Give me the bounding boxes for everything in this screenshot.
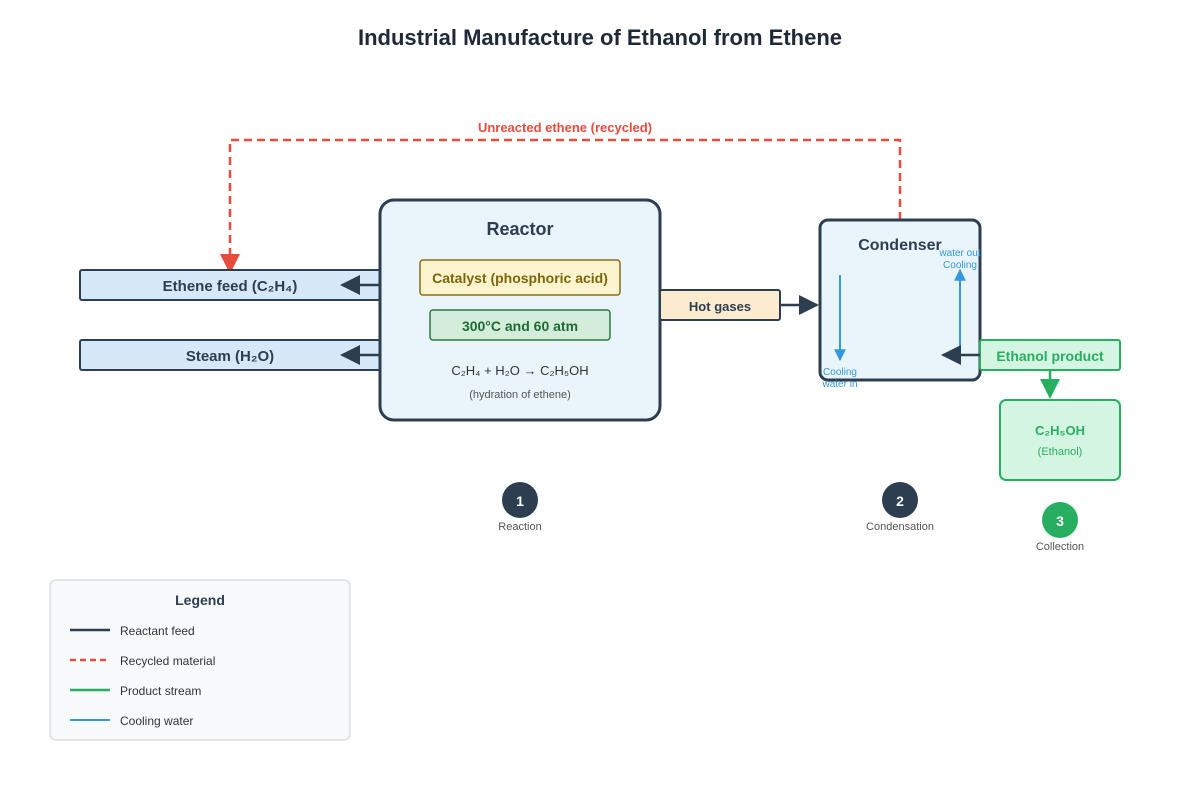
ethene-feed-label: Ethene feed (C₂H₄) [163, 278, 298, 295]
reaction-equation: C₂H₄ + H₂O → C₂H₅OH [451, 363, 588, 378]
reaction-note: (hydration of ethene) [469, 389, 571, 401]
legend-title: Legend [175, 592, 225, 608]
steam-feed-label: Steam (H₂O) [186, 348, 274, 365]
legend-label-recycled: Recycled material [120, 654, 215, 668]
hot-gases-label: Hot gases [689, 299, 751, 314]
step-2-circle [882, 482, 918, 518]
catalyst-box [419, 259, 621, 296]
legend-box [49, 579, 351, 741]
cooling-in-label-2: water in [821, 379, 857, 390]
condenser-box [818, 218, 982, 382]
legend: Legend Reactant feed Recycled material P… [49, 579, 351, 741]
cooling-in-label-1: Cooling [823, 367, 857, 378]
condenser-title: Condenser [858, 237, 942, 254]
conditions-box [429, 309, 611, 341]
step-1-label: Reaction [498, 521, 541, 533]
step-3-circle [1042, 502, 1078, 538]
recycle-label: Unreacted ethene (recycled) [478, 120, 652, 135]
step-2-label: Condensation [866, 521, 934, 533]
collection-box [999, 399, 1121, 481]
diagram-title: Industrial Manufacture of Ethanol from E… [358, 25, 842, 50]
legend-label-reactant: Reactant feed [120, 624, 195, 638]
cooling-out-label-2: Cooling [943, 260, 977, 271]
recycle-line [220, 138, 902, 274]
legend-label-cooling: Cooling water [120, 714, 193, 728]
legend-label-product: Product stream [120, 684, 201, 698]
ethanol-name: (Ethanol) [1038, 446, 1083, 458]
step-3-number: 3 [1056, 513, 1064, 529]
step-2-number: 2 [896, 493, 904, 509]
step-1-number: 1 [516, 493, 524, 509]
catalyst-label: Catalyst (phosphoric acid) [432, 270, 608, 286]
ethanol-formula: C₂H₅OH [1035, 423, 1085, 438]
reactor-title: Reactor [486, 219, 553, 239]
step-1-circle [502, 482, 538, 518]
cooling-out-label-1: water out [938, 248, 980, 259]
conditions-label: 300°C and 60 atm [462, 318, 578, 334]
step-3-label: Collection [1036, 541, 1084, 553]
ethanol-product-label: Ethanol product [996, 348, 1104, 364]
